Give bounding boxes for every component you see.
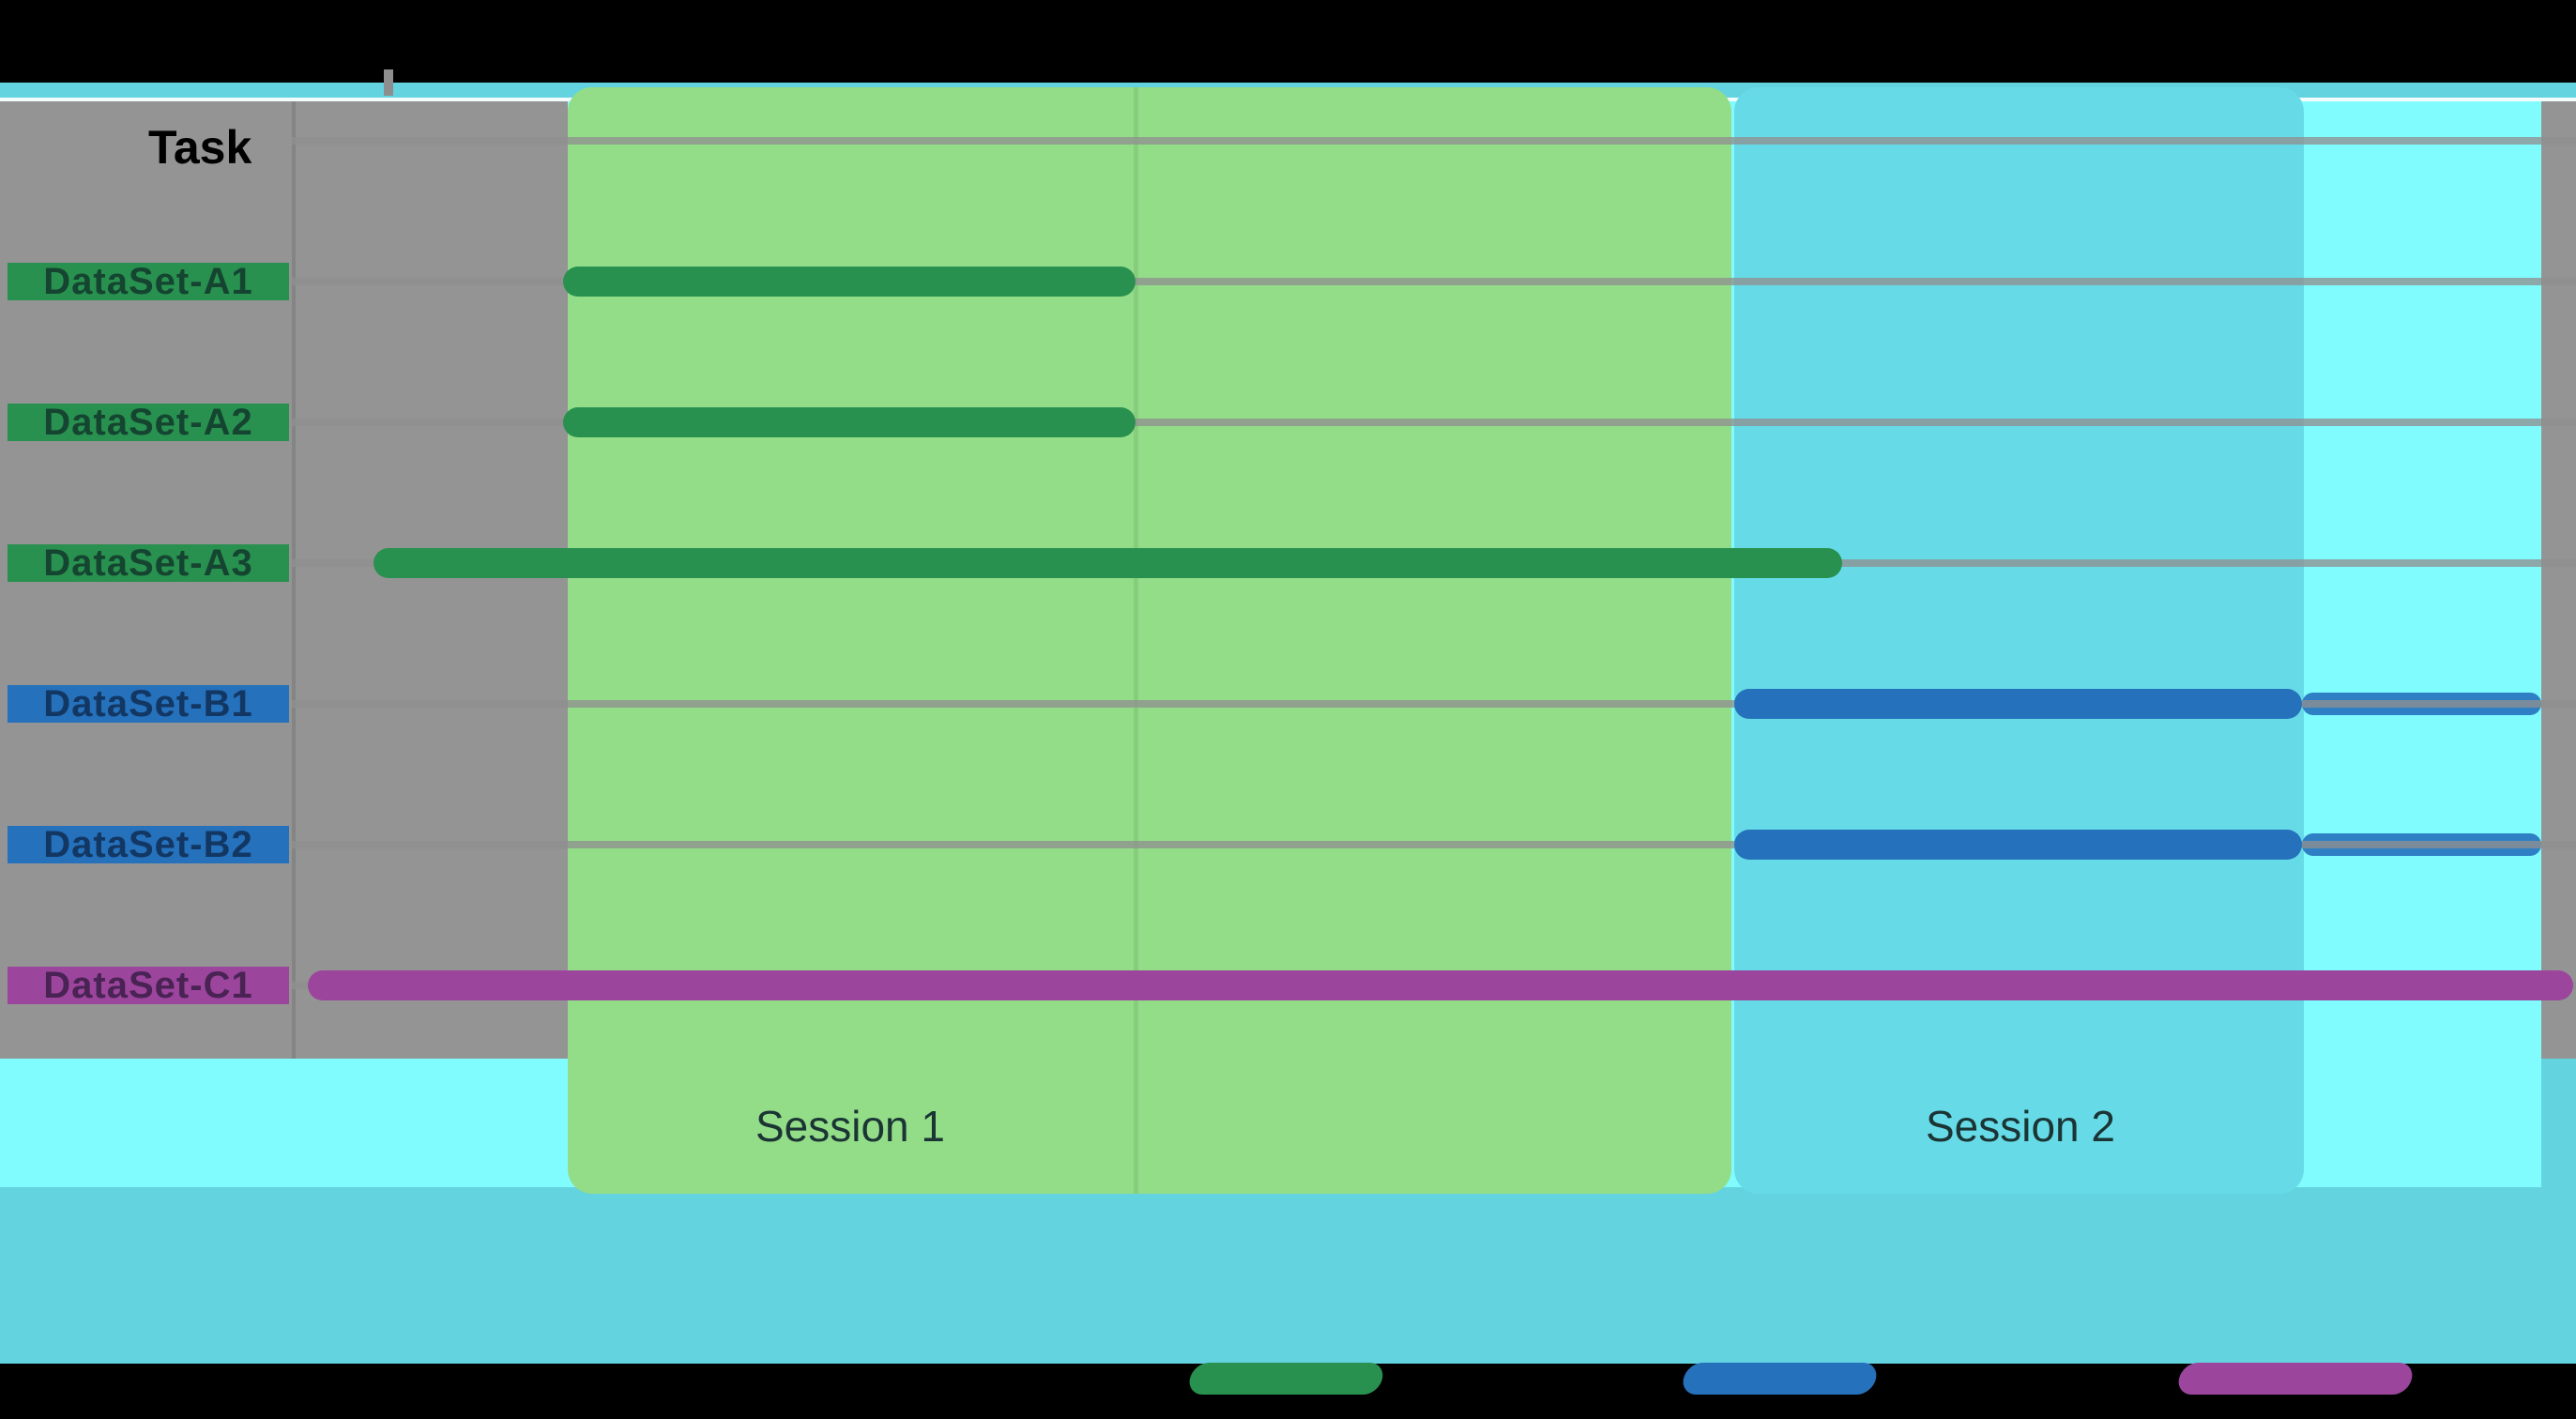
row-label: DataSet-B1 <box>8 685 289 723</box>
row-gridline <box>292 419 2576 426</box>
row-label: DataSet-A1 <box>8 263 289 300</box>
task-bar <box>563 267 1136 297</box>
session-label-1: Session 1 <box>755 1102 946 1151</box>
blue-series-swatch <box>1680 1363 1880 1395</box>
session-region-1 <box>568 87 1731 1194</box>
row-label: DataSet-A2 <box>8 404 289 441</box>
row-gridline <box>292 700 2576 708</box>
row-label: DataSet-C1 <box>8 967 289 1004</box>
session-seam-line <box>1134 87 1138 1194</box>
task-bar <box>563 407 1136 437</box>
axis-tick <box>384 69 393 96</box>
session-label-2: Session 2 <box>1925 1102 2116 1151</box>
row-label: DataSet-B2 <box>8 826 289 863</box>
task-bar <box>308 970 2573 1000</box>
task-bar <box>373 548 1842 578</box>
y-axis-header-label: Task <box>148 121 252 174</box>
green-series-swatch <box>1186 1363 1386 1395</box>
session-region-2 <box>1734 87 2304 1194</box>
task-bar <box>1734 830 2302 860</box>
purple-series-swatch <box>2175 1363 2416 1395</box>
row-label: DataSet-A3 <box>8 544 289 582</box>
row-gridline <box>292 841 2576 848</box>
row-gridline <box>292 278 2576 285</box>
row-gridline <box>292 137 2576 145</box>
right-gray-strip <box>2541 101 2576 1059</box>
y-axis-line <box>292 101 296 1059</box>
task-bar <box>1734 689 2302 719</box>
